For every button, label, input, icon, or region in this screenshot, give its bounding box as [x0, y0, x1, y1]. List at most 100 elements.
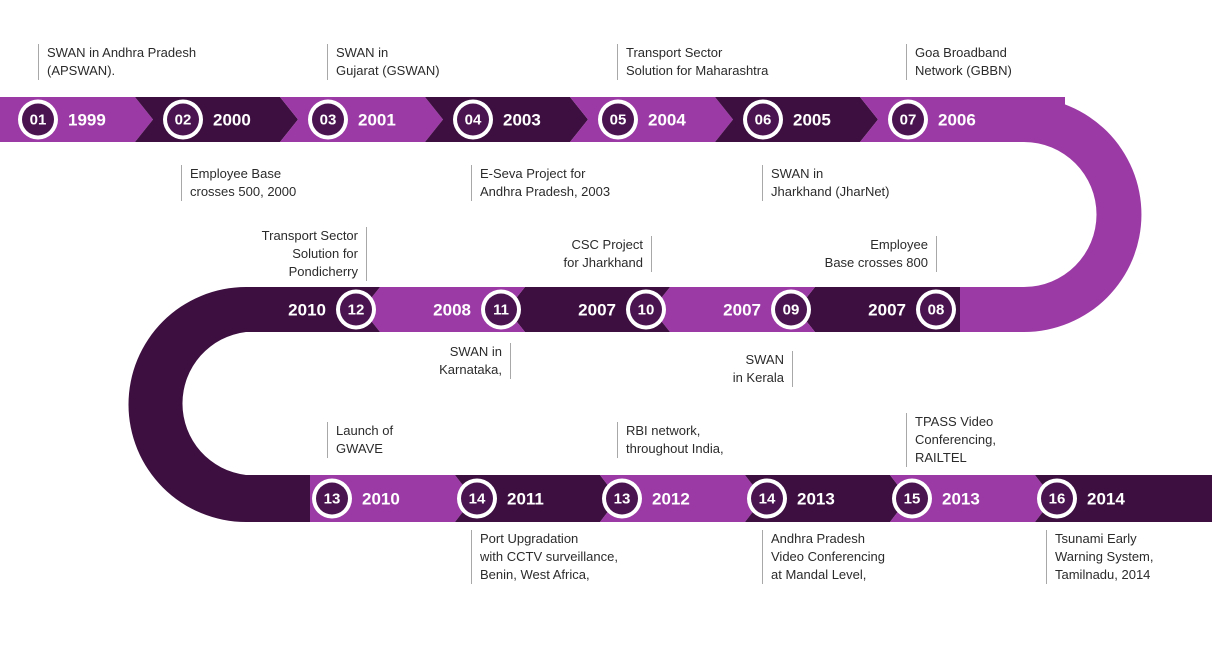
milestone-number: 02 — [175, 112, 192, 129]
badge-fill — [606, 482, 638, 515]
badge-fill — [896, 482, 928, 515]
milestone-year: 2010 — [362, 490, 400, 509]
milestone-number: 06 — [755, 112, 772, 129]
milestone-year: 2000 — [213, 111, 251, 130]
callout-line: Gujarat (GSWAN) — [336, 63, 440, 78]
right-turn-curve — [960, 97, 1142, 332]
callout-07: Goa Broadband Network (GBBN) — [906, 44, 1012, 80]
callout-line: Tsunami Early — [1055, 531, 1137, 546]
callout-12: Transport Sector Solution for Pondicherr… — [262, 227, 367, 281]
callout-14-ap-video: Andhra Pradesh Video Conferencing at Man… — [762, 530, 885, 584]
callout-line: Goa Broadband — [915, 45, 1007, 60]
callout-02: Employee Base crosses 500, 2000 — [181, 165, 296, 201]
callout-line: Andhra Pradesh — [771, 531, 865, 546]
callout-line: GWAVE — [336, 441, 383, 456]
milestone-year: 2004 — [648, 111, 686, 130]
badge-fill — [630, 293, 662, 326]
milestone-year: 2012 — [652, 490, 690, 509]
milestone-number: 16 — [1049, 491, 1066, 508]
milestone-number: 07 — [900, 112, 917, 129]
timeline-segment — [600, 475, 763, 522]
timeline-segment — [362, 287, 525, 332]
callout-10: CSC Project for Jharkhand — [563, 236, 652, 272]
callout-line: SWAN in — [449, 344, 502, 359]
milestone-number: 15 — [904, 491, 921, 508]
callout-line: throughout India, — [626, 441, 724, 456]
callout-line: (APSWAN). — [47, 63, 116, 78]
callout-line: SWAN in — [771, 166, 824, 181]
callout-13-gwave: Launch of GWAVE — [327, 422, 393, 458]
badge-fill — [747, 103, 779, 136]
milestone-year: 2010 — [288, 301, 326, 320]
milestone-number: 01 — [30, 112, 47, 129]
callout-line: Andhra Pradesh, 2003 — [480, 184, 611, 199]
badge-fill — [602, 103, 634, 136]
callout-line: Warning System, — [1055, 549, 1154, 564]
badge-fill — [775, 293, 807, 326]
callout-line: Solution for — [292, 246, 358, 261]
milestone-year: 2007 — [868, 301, 906, 320]
badge-fill — [485, 293, 517, 326]
callout-line: Launch of — [336, 423, 394, 438]
callout-13-rbi: RBI network, throughout India, — [617, 422, 724, 458]
callout-line: with CCTV surveillance, — [480, 549, 618, 564]
milestone-number: 08 — [928, 302, 945, 319]
callout-14-port: Port Upgradation with CCTV surveillance,… — [471, 530, 618, 584]
milestone-number: 12 — [348, 302, 365, 319]
milestone-number: 14 — [469, 491, 486, 508]
callout-09: SWAN in Kerala — [733, 351, 793, 387]
timeline-segment — [652, 287, 815, 332]
timeline-segment — [507, 287, 670, 332]
milestone-year: 2008 — [433, 301, 471, 320]
callout-06: SWAN in Jharkhand (JharNet) — [762, 165, 890, 201]
badge-fill — [167, 103, 199, 136]
badge-fill — [1041, 482, 1073, 515]
timeline-segment — [745, 475, 908, 522]
milestone-year: 2003 — [503, 111, 541, 130]
milestone-number: 03 — [320, 112, 337, 129]
badge-fill — [312, 103, 344, 136]
badge-fill — [892, 103, 924, 136]
callout-line: Video Conferencing — [771, 549, 885, 564]
callout-line: Benin, West Africa, — [480, 567, 590, 582]
callout-line: Base crosses 800 — [824, 255, 928, 270]
callout-line: CSC Project — [571, 237, 643, 252]
callout-line: Tamilnadu, 2014 — [1055, 567, 1151, 582]
badge-fill — [340, 293, 372, 326]
milestone-number: 05 — [610, 112, 627, 129]
milestone-number: 10 — [638, 302, 655, 319]
milestone-year: 2011 — [507, 490, 544, 509]
badge-fill — [457, 103, 489, 136]
callout-11: SWAN in Karnataka, — [439, 343, 511, 379]
milestone-number: 04 — [465, 112, 482, 129]
timeline-segment — [890, 475, 1053, 522]
callout-15: TPASS Video Conferencing, RAILTEL — [906, 413, 996, 467]
callout-01: SWAN in Andhra Pradesh (APSWAN). — [38, 44, 196, 80]
callout-line: Port Upgradation — [480, 531, 579, 546]
milestone-number: 13 — [614, 491, 631, 508]
milestone-number: 13 — [324, 491, 341, 508]
callout-line: for Jharkhand — [563, 255, 644, 270]
callout-line: Network (GBBN) — [915, 63, 1012, 78]
badge-fill — [920, 293, 952, 326]
callout-line: RAILTEL — [915, 450, 967, 465]
milestone-year: 2007 — [578, 301, 616, 320]
callout-line: Employee — [870, 237, 928, 252]
callout-line: Jharkhand (JharNet) — [771, 184, 890, 199]
badge-fill — [22, 103, 54, 136]
callout-05: Transport Sector Solution for Maharashtr… — [617, 44, 768, 80]
callout-line: in Kerala — [732, 370, 784, 385]
callout-line: Conferencing, — [915, 432, 996, 447]
milestone-year: 2013 — [797, 490, 835, 509]
badge-fill — [461, 482, 493, 515]
callout-line: SWAN in Andhra Pradesh — [47, 45, 197, 60]
callout-line: E-Seva Project for — [480, 166, 586, 181]
milestone-year: 2001 — [358, 111, 396, 130]
callout-08: Employee Base crosses 800 — [825, 236, 937, 272]
timeline-segment — [310, 475, 473, 522]
callout-04: E-Seva Project for Andhra Pradesh, 2003 — [471, 165, 610, 201]
callout-line: SWAN — [745, 352, 784, 367]
milestone-year: 2007 — [723, 301, 761, 320]
callout-line: crosses 500, 2000 — [190, 184, 297, 199]
milestone-year: 2013 — [942, 490, 980, 509]
